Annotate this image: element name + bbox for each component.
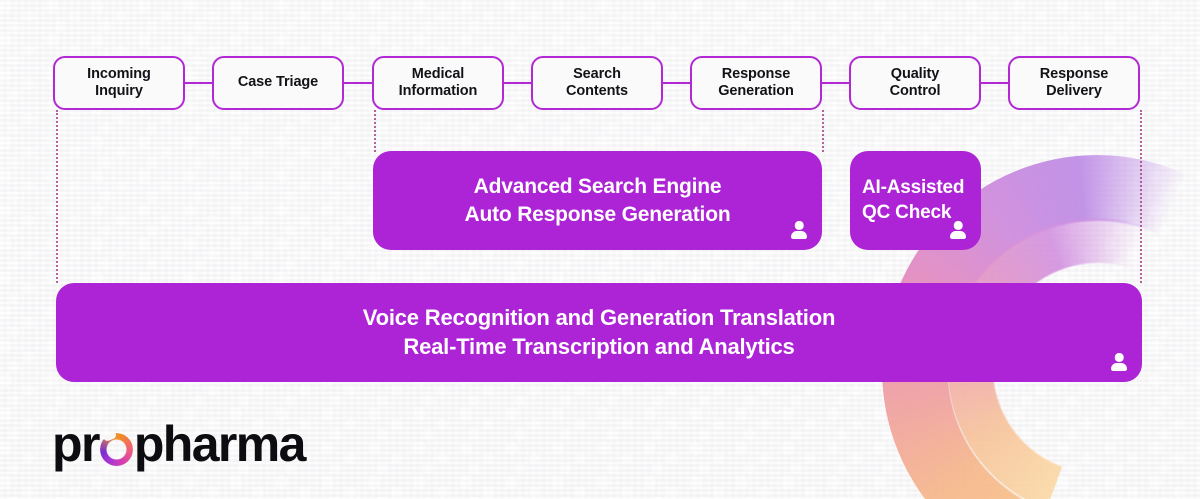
connector-1 (185, 82, 212, 84)
connector-3 (504, 82, 531, 84)
panel-ai-assisted-qc-check-label: AI-Assisted QC Check (862, 176, 965, 223)
step-incoming-inquiry[interactable]: Incoming Inquiry (53, 56, 185, 110)
connector-6 (981, 82, 1008, 84)
step-response-delivery[interactable]: Response Delivery (1008, 56, 1140, 110)
connector-2 (344, 82, 372, 84)
connector-5 (822, 82, 849, 84)
person-icon (790, 221, 808, 240)
dotted-connector-incoming-inquiry (56, 110, 58, 283)
person-icon (1110, 353, 1128, 372)
step-medical-information[interactable]: Medical Information (372, 56, 504, 110)
panel-voice-recognition-analytics-label: Voice Recognition and Generation Transla… (362, 304, 836, 359)
step-quality-control[interactable]: Quality Control (849, 56, 981, 110)
step-case-triage[interactable]: Case Triage (212, 56, 344, 110)
person-icon (949, 221, 967, 240)
dotted-connector-medical-information (374, 110, 376, 152)
propharma-ring-icon (99, 432, 133, 466)
panel-advanced-search-engine[interactable]: Advanced Search Engine Auto Response Gen… (373, 151, 822, 250)
panel-advanced-search-engine-label: Advanced Search Engine Auto Response Gen… (464, 175, 731, 226)
connector-4 (663, 82, 690, 84)
logo-text-after: pharma (133, 416, 307, 472)
logo-text-before: pr (52, 416, 100, 472)
propharma-logo: pr pharma (52, 415, 307, 473)
panel-ai-assisted-qc-check[interactable]: AI-Assisted QC Check (850, 151, 981, 250)
step-response-generation[interactable]: Response Generation (690, 56, 822, 110)
panel-voice-recognition-analytics[interactable]: Voice Recognition and Generation Transla… (56, 283, 1142, 382)
step-search-contents[interactable]: Search Contents (531, 56, 663, 110)
dotted-connector-response-generation (822, 110, 824, 152)
dotted-connector-response-delivery (1140, 110, 1142, 283)
